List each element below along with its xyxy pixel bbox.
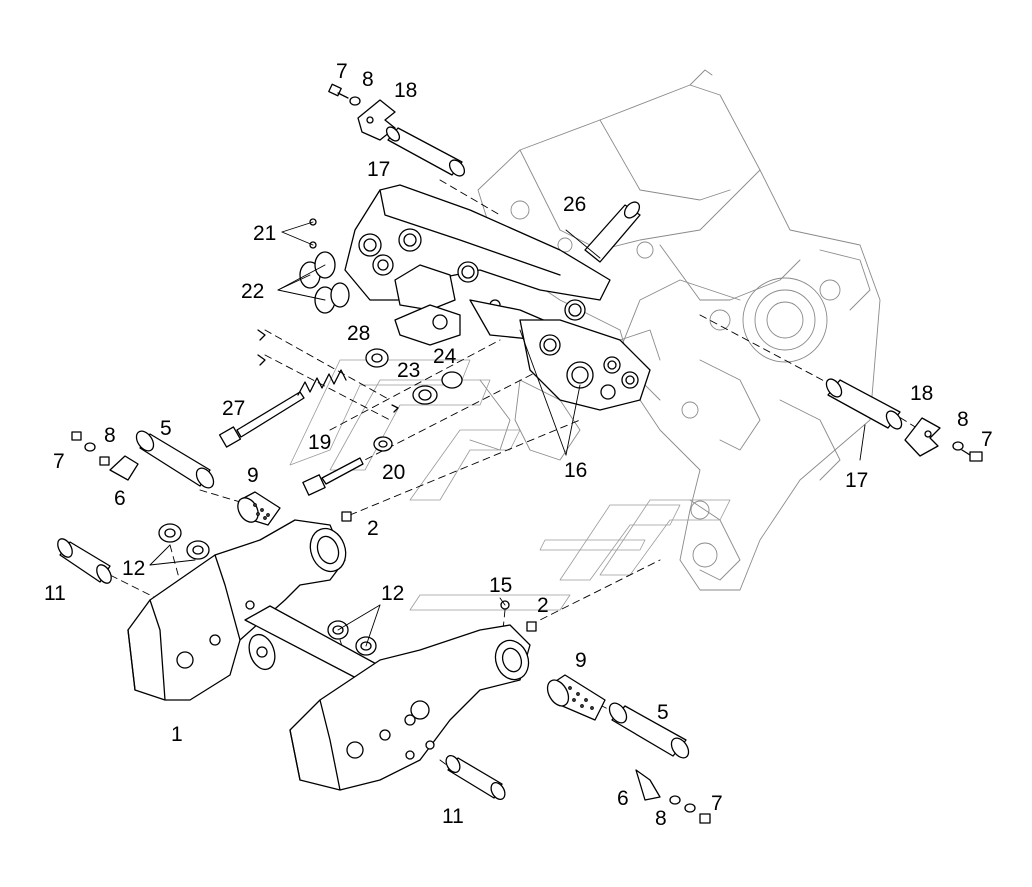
callout-19: 19 xyxy=(308,431,332,454)
callout-2-upper: 2 xyxy=(367,517,379,540)
cotter-pins xyxy=(257,329,399,413)
washer-8-right xyxy=(952,441,964,451)
callout-23: 23 xyxy=(397,359,421,382)
linkage-frame-1 xyxy=(127,519,531,791)
callout-16: 16 xyxy=(564,459,588,482)
callout-8-bottom: 8 xyxy=(655,807,667,830)
callout-11-right: 11 xyxy=(442,805,464,828)
pin-17-top xyxy=(385,126,466,177)
plate-6-right xyxy=(635,769,661,801)
bolt-27 xyxy=(218,391,305,448)
callout-2-lower: 2 xyxy=(537,594,549,617)
callout-12-right: 12 xyxy=(381,582,405,605)
callout-8-left: 8 xyxy=(104,424,116,447)
callout-21: 21 xyxy=(253,222,277,245)
watermark-lines xyxy=(289,359,731,611)
nut-23 xyxy=(412,385,438,405)
pin-5-left xyxy=(135,430,215,489)
plate-6-left xyxy=(109,455,139,481)
callout-28: 28 xyxy=(347,322,371,345)
callout-12-left: 12 xyxy=(122,557,146,580)
callout-22: 22 xyxy=(241,280,265,303)
callout-7-left: 7 xyxy=(53,450,65,473)
bolts-7-8-right xyxy=(669,795,711,824)
plate-18-top xyxy=(357,99,396,141)
pin-11-left xyxy=(57,538,112,584)
callout-7-top: 7 xyxy=(336,60,348,83)
callout-20: 20 xyxy=(382,461,406,484)
washer-8-top xyxy=(349,96,361,106)
callout-5-right: 5 xyxy=(657,701,669,724)
callout-24: 24 xyxy=(433,345,457,368)
shaft-26 xyxy=(584,201,641,263)
bushing-9-left xyxy=(237,491,281,526)
plate-18-right xyxy=(904,417,941,457)
leader-lines xyxy=(149,221,866,647)
callout-15: 15 xyxy=(489,574,513,597)
ring-24 xyxy=(441,371,463,389)
bracket-assembly-17 xyxy=(344,184,611,346)
callout-9-left: 9 xyxy=(247,464,259,487)
plugs-22 xyxy=(299,251,350,314)
fittings-2 xyxy=(341,511,537,632)
spring-27 xyxy=(297,369,347,396)
callout-11-left: 11 xyxy=(44,582,66,605)
callout-1: 1 xyxy=(171,723,183,746)
callout-7-right: 7 xyxy=(981,428,993,451)
callout-8-right: 8 xyxy=(957,408,969,431)
washers-12-left xyxy=(158,523,210,560)
washer-28 xyxy=(365,348,389,368)
callout-18-top: 18 xyxy=(394,79,418,102)
callout-17-right: 17 xyxy=(845,469,869,492)
bolts-7-8-left xyxy=(71,431,110,466)
bolt-19 xyxy=(302,457,364,496)
bolt-7-top xyxy=(328,83,349,99)
callout-8-top: 8 xyxy=(362,68,374,91)
callout-27: 27 xyxy=(222,397,246,420)
callout-26: 26 xyxy=(563,193,587,216)
pin-11-right xyxy=(445,754,506,801)
bushing-9-right xyxy=(546,674,606,721)
callout-9-right: 9 xyxy=(575,649,587,672)
callout-6-right: 6 xyxy=(617,787,629,810)
washer-20 xyxy=(373,436,393,452)
callout-17-top: 17 xyxy=(367,158,391,181)
callout-7-bottom: 7 xyxy=(711,792,723,815)
pin-17-right xyxy=(825,378,903,430)
pin-5-right xyxy=(608,702,690,759)
bracket-assembly-16 xyxy=(519,319,651,411)
callout-5-left: 5 xyxy=(160,417,172,440)
callout-18-right: 18 xyxy=(910,382,934,405)
bolt-7-right xyxy=(961,449,983,462)
callout-6-left: 6 xyxy=(114,487,126,510)
